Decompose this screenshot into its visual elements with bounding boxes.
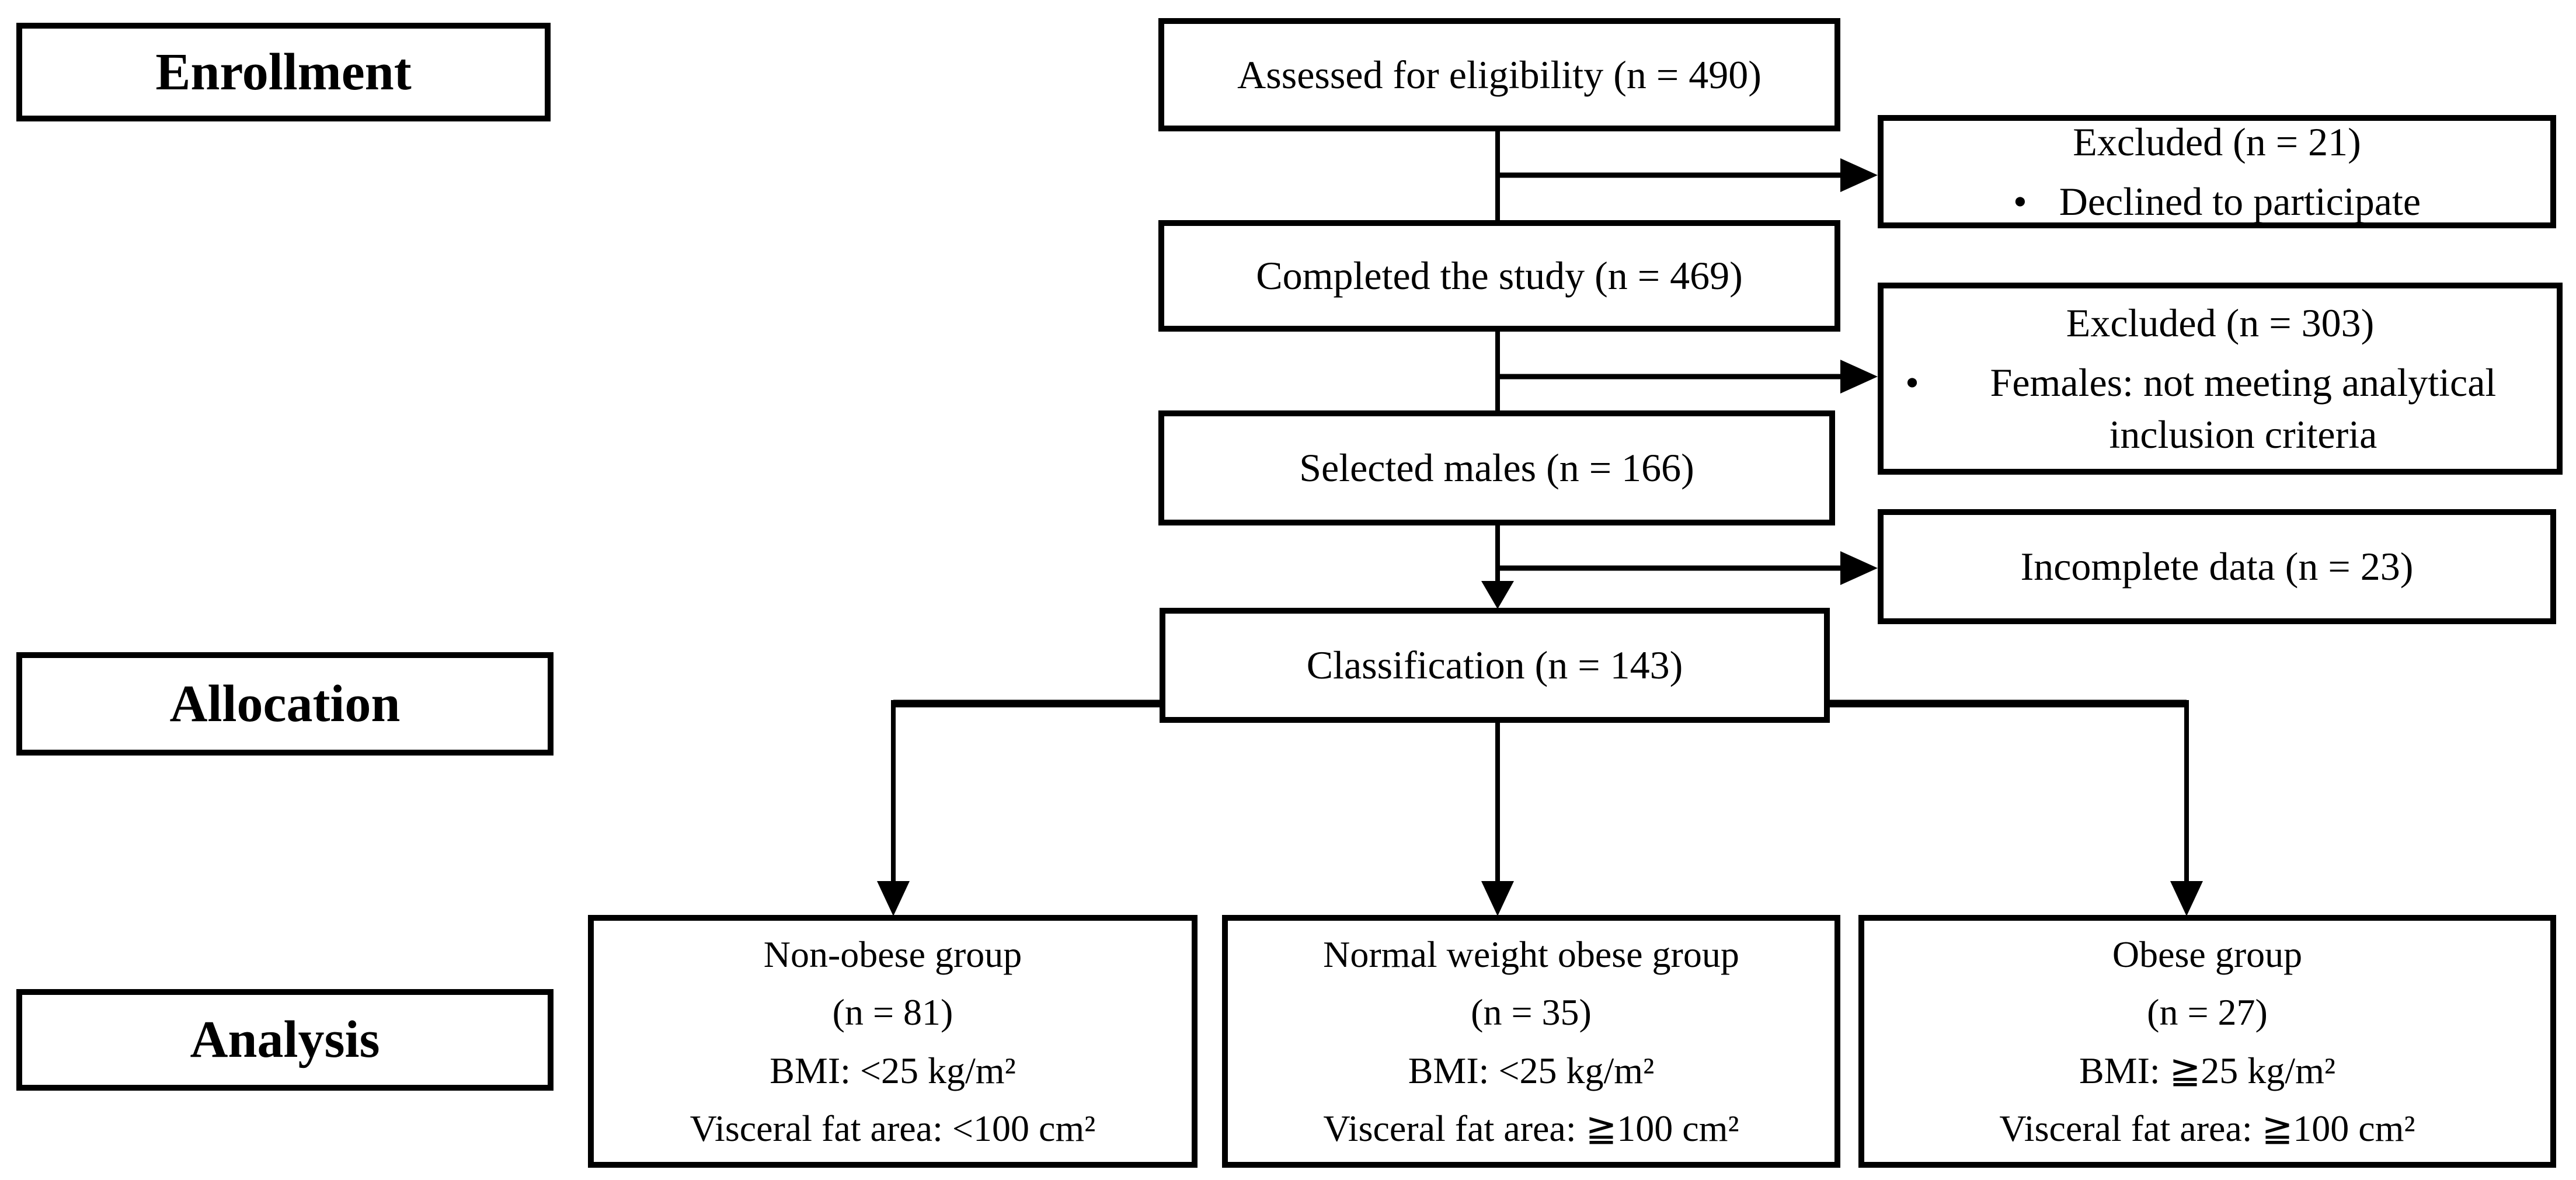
- stage-box-allocation: Allocation: [16, 652, 554, 756]
- flow-box-completed: Completed the study (n = 469): [1158, 220, 1840, 332]
- stage-label-analysis: Analysis: [190, 1011, 380, 1068]
- flow-box-completed-text: Completed the study (n = 469): [1256, 253, 1743, 298]
- side-box-incomplete-data-title: Incomplete data (n = 23): [2020, 544, 2414, 589]
- stage-label-enrollment: Enrollment: [155, 43, 412, 101]
- flow-box-classification: Classification (n = 143): [1160, 608, 1830, 723]
- flow-box-assessed: Assessed for eligibility (n = 490): [1158, 18, 1840, 131]
- group-non-obese-name: Non-obese group: [763, 934, 1022, 976]
- bullet-icon: •: [2013, 179, 2027, 224]
- side-box-excluded-303: Excluded (n = 303) • Females: not meetin…: [1878, 283, 2563, 475]
- group-obese-vfa: Visceral fat area: ≧100 cm²: [1999, 1107, 2415, 1149]
- side-box-excluded-303-bullet-text: Females: not meeting analytical inclusio…: [1990, 360, 2497, 457]
- stage-label-allocation: Allocation: [169, 674, 401, 733]
- side-box-excluded-21-bullet-row: • Declined to participate: [2013, 176, 2421, 227]
- side-box-excluded-303-title: Excluded (n = 303): [2066, 300, 2375, 345]
- arrowhead-excluded-21: [1840, 158, 1878, 192]
- group-nwo-name: Normal weight obese group: [1323, 934, 1739, 976]
- side-box-incomplete-data: Incomplete data (n = 23): [1878, 509, 2556, 624]
- group-non-obese-n: (n = 81): [832, 991, 953, 1033]
- flow-box-selected-males: Selected males (n = 166): [1158, 410, 1835, 525]
- arrowhead-excluded-303: [1840, 360, 1878, 394]
- side-box-excluded-21-bullet-text: Declined to participate: [2059, 179, 2421, 224]
- side-box-excluded-21-title: Excluded (n = 21): [2073, 119, 2361, 164]
- group-box-non-obese: Non-obese group (n = 81) BMI: <25 kg/m² …: [588, 915, 1198, 1168]
- stage-box-enrollment: Enrollment: [16, 23, 551, 121]
- flow-box-assessed-text: Assessed for eligibility (n = 490): [1237, 52, 1762, 97]
- arrowhead-obese-group: [2170, 881, 2203, 916]
- group-obese-bmi: BMI: ≧25 kg/m²: [2079, 1049, 2336, 1091]
- group-obese-n: (n = 27): [2147, 991, 2268, 1033]
- group-non-obese-bmi: BMI: <25 kg/m²: [770, 1049, 1016, 1091]
- arrowhead-incomplete: [1840, 551, 1878, 585]
- group-nwo-bmi: BMI: <25 kg/m²: [1408, 1049, 1655, 1091]
- bullet-icon: •: [1905, 360, 1919, 405]
- group-box-normal-weight-obese: Normal weight obese group (n = 35) BMI: …: [1222, 915, 1840, 1168]
- arrowhead-normal-weight-obese-group: [1481, 881, 1514, 916]
- group-non-obese-vfa: Visceral fat area: <100 cm²: [690, 1107, 1096, 1149]
- arrowhead-non-obese-group: [877, 881, 910, 916]
- group-obese-name: Obese group: [2112, 934, 2303, 976]
- group-nwo-vfa: Visceral fat area: ≧100 cm²: [1323, 1107, 1739, 1149]
- group-nwo-n: (n = 35): [1471, 991, 1592, 1033]
- group-box-obese: Obese group (n = 27) BMI: ≧25 kg/m² Visc…: [1858, 915, 2556, 1168]
- flow-box-selected-males-text: Selected males (n = 166): [1299, 445, 1694, 490]
- stage-box-analysis: Analysis: [16, 989, 554, 1091]
- side-box-excluded-303-bullet-row: • Females: not meeting analytical inclus…: [1905, 357, 2535, 460]
- side-box-excluded-21: Excluded (n = 21) • Declined to particip…: [1878, 115, 2556, 228]
- flow-box-classification-text: Classification (n = 143): [1306, 643, 1683, 688]
- arrowhead-classification: [1481, 581, 1514, 609]
